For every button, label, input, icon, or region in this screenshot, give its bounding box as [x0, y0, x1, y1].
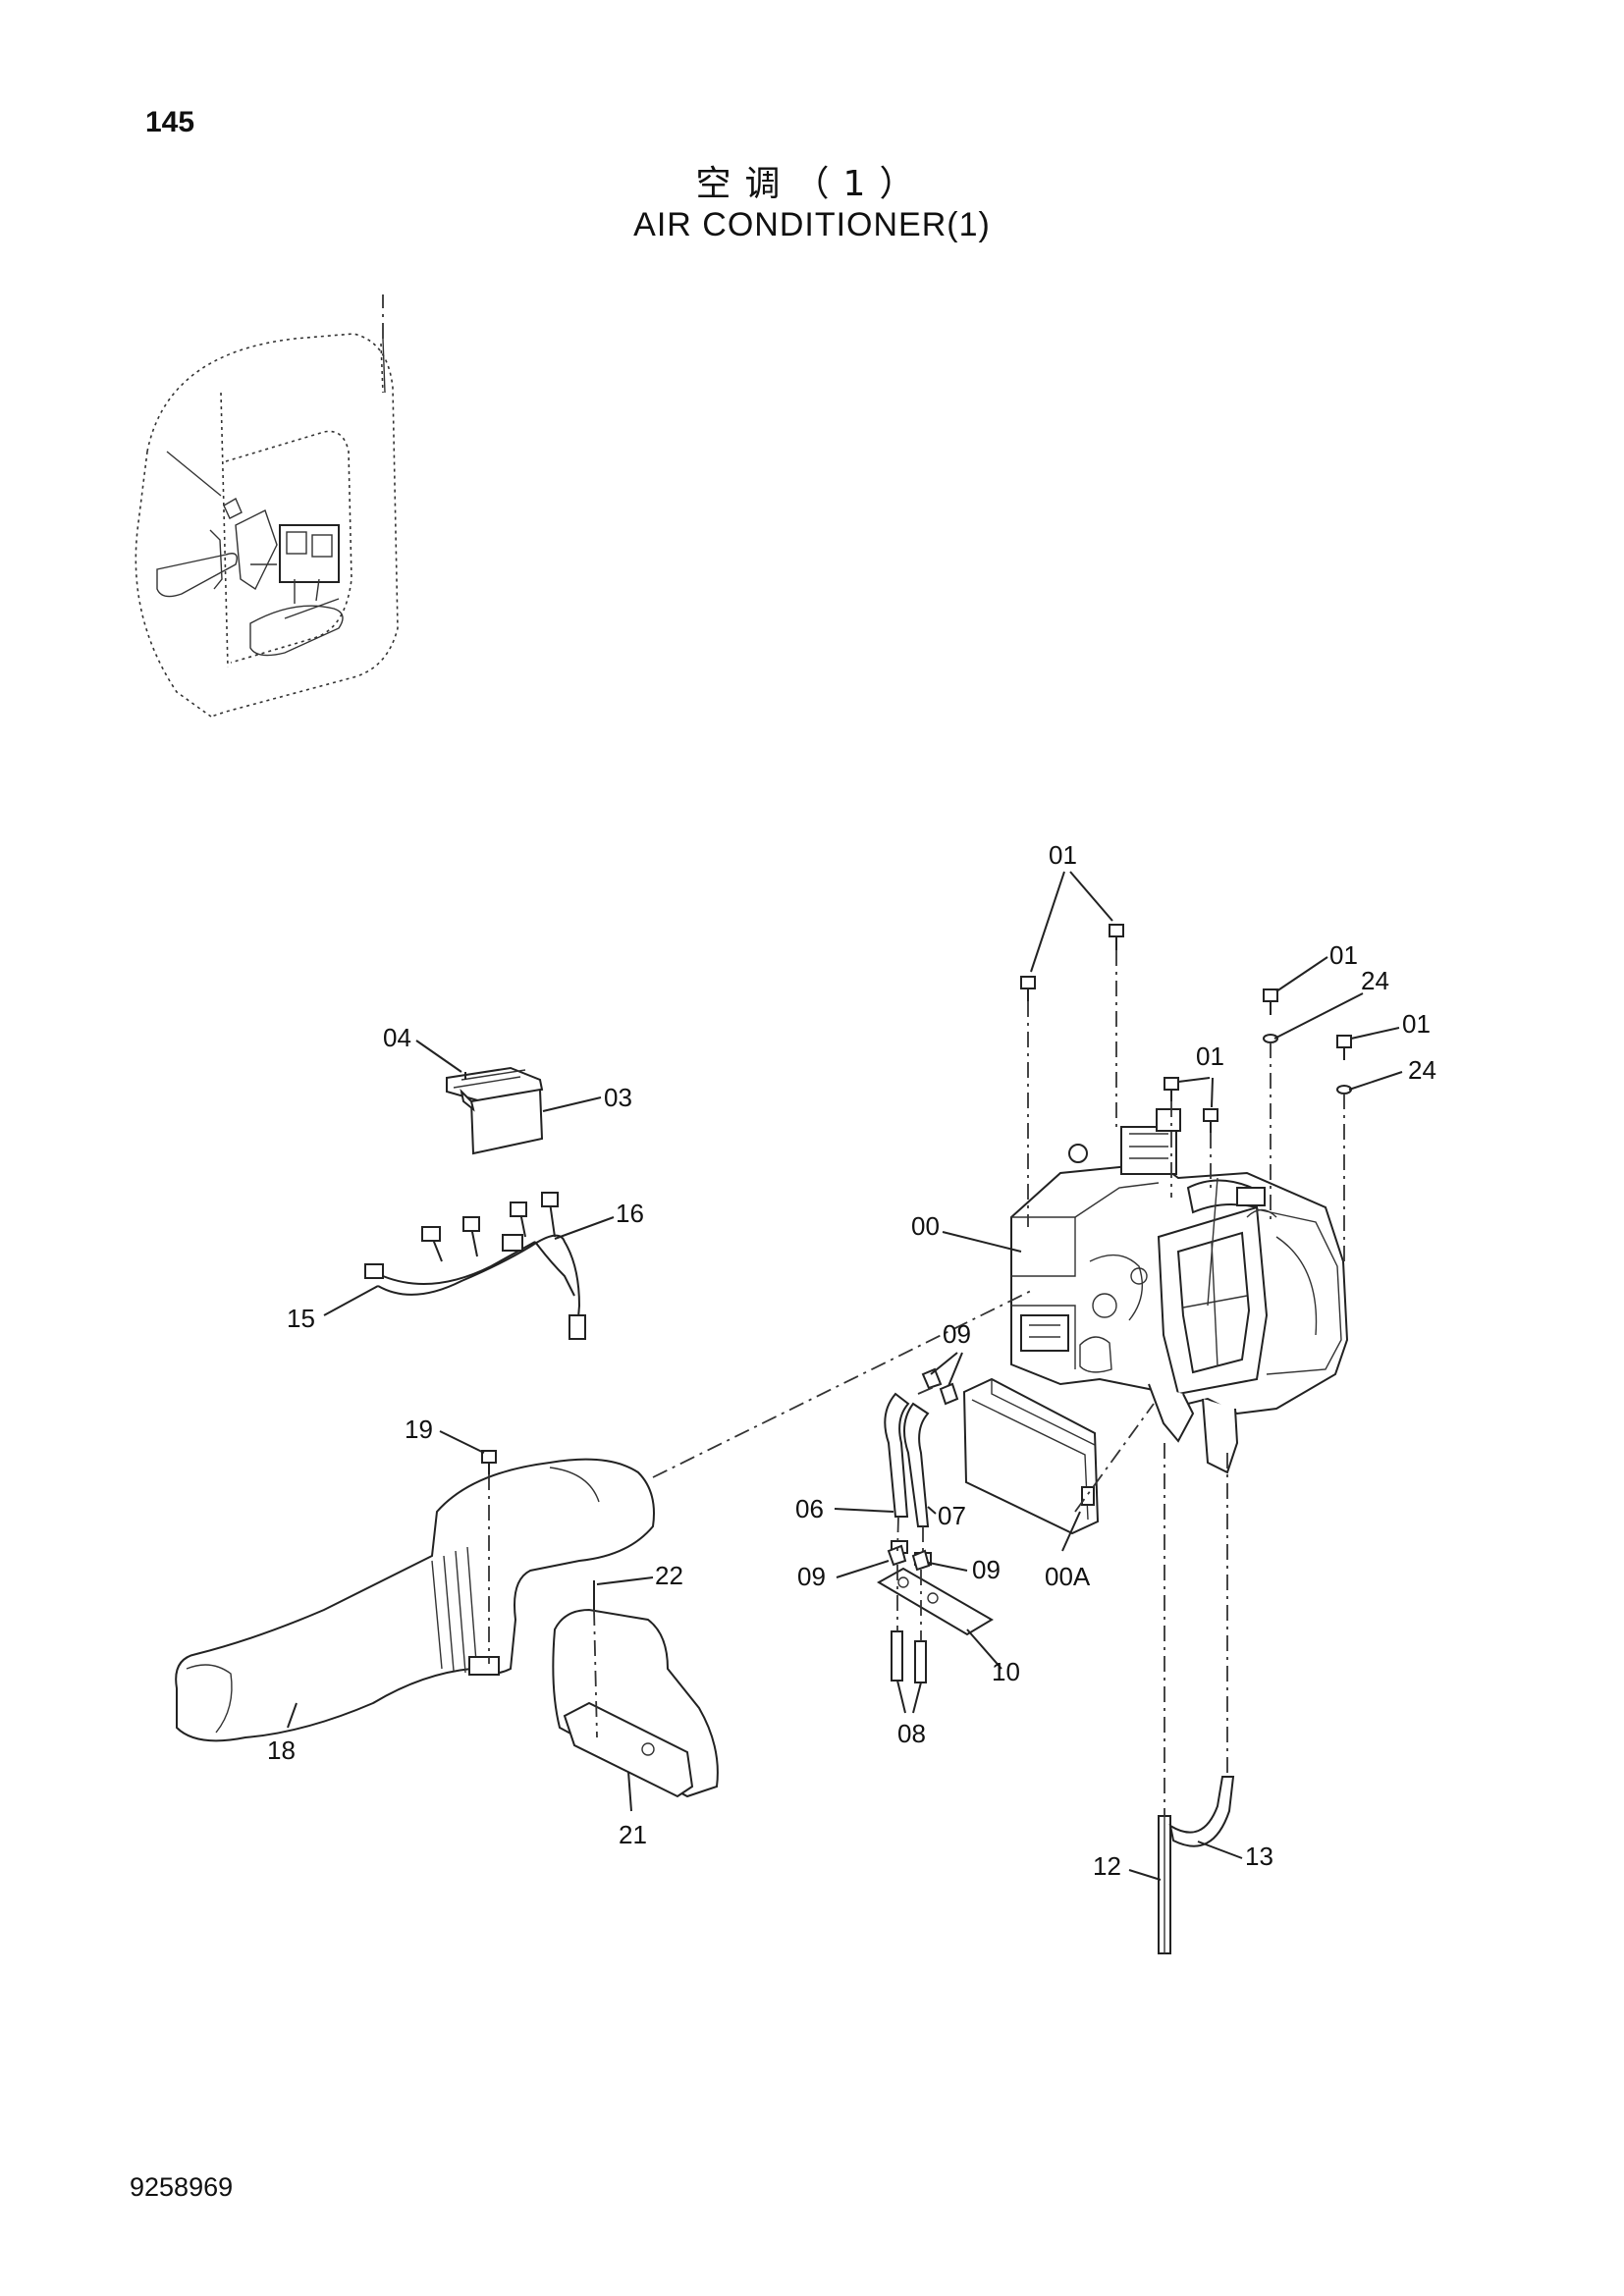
bracket-illustration [876, 1567, 994, 1683]
callout-label: 06 [795, 1494, 824, 1523]
hose-illustration [884, 1392, 932, 1566]
callout-label: 01 [1402, 1009, 1431, 1039]
callout-label: 22 [655, 1561, 683, 1590]
assembly-lines [488, 950, 1345, 1816]
callout-labels: 01 01 01 01 24 24 04 03 16 15 00 09 19 0… [267, 840, 1436, 1881]
callout-label: 01 [1196, 1041, 1224, 1071]
callout-label: 16 [616, 1199, 644, 1228]
callout-label: 08 [897, 1719, 926, 1748]
callout-label: 15 [287, 1304, 315, 1333]
callout-label: 21 [619, 1820, 647, 1849]
callout-label: 04 [383, 1023, 411, 1052]
callout-label: 09 [797, 1562, 826, 1591]
callout-label: 19 [405, 1415, 433, 1444]
controller-illustration [446, 1066, 544, 1155]
callout-label: 24 [1361, 966, 1389, 995]
callout-label: 03 [604, 1083, 632, 1112]
callout-label: 13 [1245, 1842, 1273, 1871]
cab-inset-illustration [135, 294, 399, 718]
callout-label: 09 [943, 1319, 971, 1349]
clip-illustration [887, 1367, 959, 1572]
title-english: AIR CONDITIONER(1) [633, 206, 991, 243]
filter-illustration [962, 1377, 1100, 1535]
callout-label: 18 [267, 1735, 296, 1765]
page-number: 145 [145, 106, 195, 138]
title-chinese: 空调（1） [695, 164, 929, 204]
callout-label: 01 [1049, 840, 1077, 870]
callout-label: 00 [911, 1211, 940, 1241]
fastener-illustration [464, 924, 1352, 1610]
harness-illustration [364, 1192, 586, 1340]
pipe-illustration [1158, 1776, 1235, 1954]
callout-label: 00A [1045, 1562, 1091, 1591]
callout-label: 10 [992, 1657, 1020, 1686]
leader-lines [287, 871, 1403, 1881]
callout-label: 09 [972, 1555, 1001, 1584]
duct-21-illustration [552, 1608, 719, 1798]
document-number: 9258969 [130, 2172, 234, 2202]
ac-unit-illustration [1010, 1108, 1349, 1474]
callout-label: 01 [1329, 940, 1358, 970]
callout-label: 07 [938, 1501, 966, 1530]
duct-illustration [175, 1458, 655, 1742]
callout-label: 24 [1408, 1055, 1436, 1085]
callout-label: 12 [1093, 1851, 1121, 1881]
